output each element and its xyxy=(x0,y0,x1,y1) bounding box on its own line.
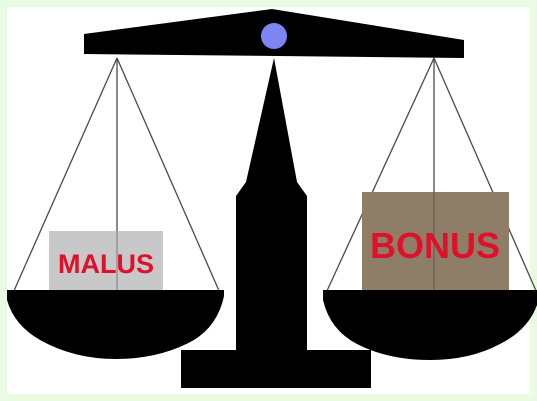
malus-label: MALUS xyxy=(58,249,154,279)
scale-base-upper xyxy=(181,344,371,388)
bonus-label: BONUS xyxy=(370,225,500,266)
left-pan xyxy=(7,290,224,359)
scale-post xyxy=(236,58,307,344)
right-pan xyxy=(323,290,537,360)
pivot-knob-icon xyxy=(261,23,287,49)
